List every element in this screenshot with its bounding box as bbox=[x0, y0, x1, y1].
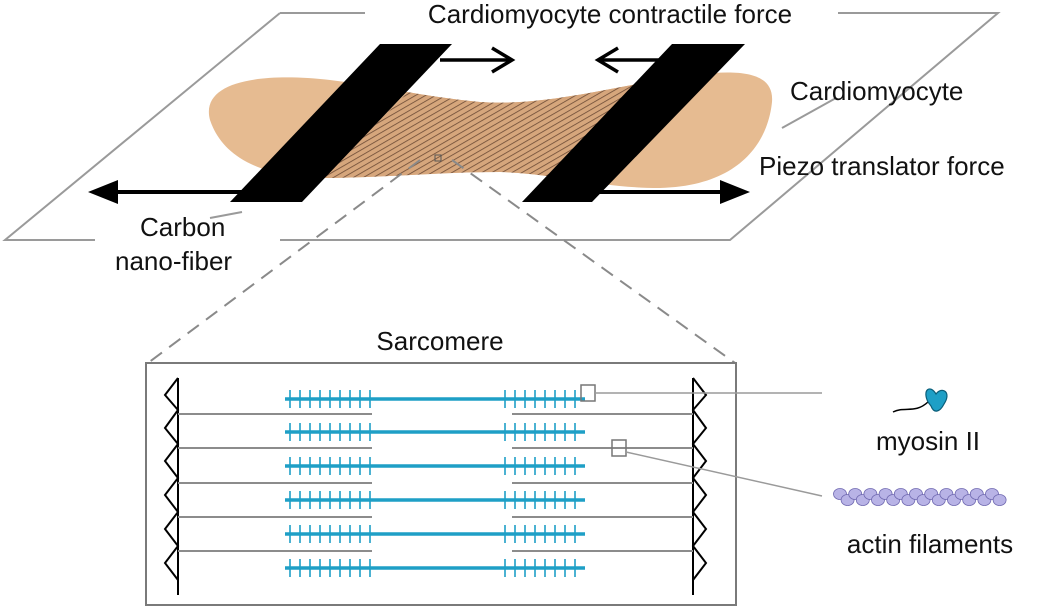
actin-bead bbox=[992, 494, 1007, 506]
cardiomyocyte-leader bbox=[781, 97, 837, 129]
zoom-line-left bbox=[147, 159, 421, 364]
cardiomyocyte-label: Cardiomyocyte bbox=[790, 76, 963, 106]
piezo-force-label: Piezo translator force bbox=[759, 151, 1005, 181]
actin-callout-line bbox=[625, 451, 823, 497]
carbon-label-line2: nano-fiber bbox=[115, 246, 232, 276]
contractile-arrow-right bbox=[440, 46, 516, 74]
sarcomere-title: Sarcomere bbox=[376, 326, 503, 356]
actin-filament-icon bbox=[833, 488, 1007, 506]
actin-callout-box bbox=[611, 439, 627, 457]
platform-outline bbox=[2, 12, 1001, 241]
carbon-nanofiber-left bbox=[230, 44, 452, 202]
carbon-nanofiber-right bbox=[522, 44, 745, 202]
myosin-ii-icon bbox=[892, 388, 948, 413]
contractile-force-label: Cardiomyocyte contractile force bbox=[428, 0, 792, 29]
z-line-right bbox=[691, 377, 708, 595]
myosin-filaments bbox=[285, 390, 585, 577]
actin-filaments bbox=[178, 413, 693, 552]
zoom-line-right bbox=[451, 159, 736, 364]
z-line-left bbox=[163, 377, 180, 595]
contractile-arrow-left bbox=[594, 46, 672, 74]
zoom-origin-marker bbox=[434, 154, 442, 162]
carbon-leader bbox=[209, 211, 243, 219]
piezo-arrow-right bbox=[562, 180, 750, 204]
piezo-arrow-left bbox=[88, 180, 262, 204]
carbon-label-line1: Carbon bbox=[140, 212, 225, 242]
actin-label: actin filaments bbox=[847, 529, 1013, 559]
myosin-label: myosin II bbox=[876, 426, 980, 456]
